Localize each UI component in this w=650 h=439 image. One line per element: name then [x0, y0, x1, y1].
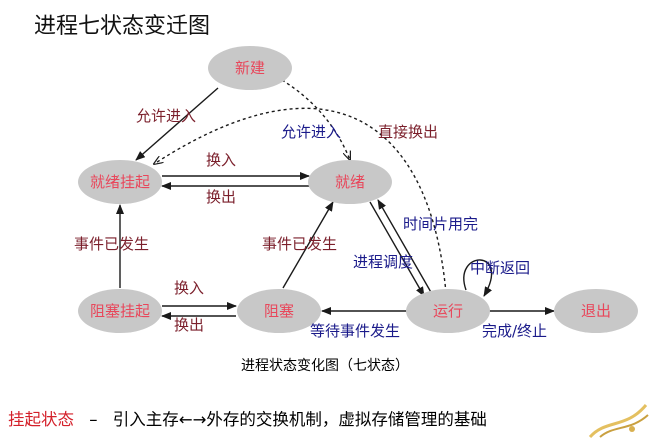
node-ready-suspend: 就绪挂起 — [78, 160, 162, 204]
edges — [116, 79, 555, 320]
node-ready-suspend-shape — [78, 160, 162, 204]
label-direct-swap-out: 直接换出 — [378, 123, 438, 141]
edge-ready-to-running — [369, 201, 425, 297]
node-blocked-shape — [237, 289, 321, 333]
node-blocked-suspend-shape — [78, 289, 162, 333]
label-dispatch: 进程调度 — [353, 253, 413, 271]
node-blocked-suspend: 阻塞挂起 — [78, 289, 162, 333]
label-complete-terminate: 完成/终止 — [482, 322, 547, 340]
footer-text: 引入主存←→外存的交换机制，虚拟存储管理的基础 — [112, 410, 487, 429]
edge-new-to-ready-suspend — [135, 87, 219, 161]
edge-blocked-to-ready — [282, 201, 334, 289]
label-event-occurs-suspend: 事件已发生 — [74, 235, 149, 253]
node-exit: 退出 — [554, 289, 638, 333]
footer-dash: – — [89, 410, 98, 429]
diagram-title: 进程七状态变迁图 — [34, 14, 211, 39]
node-ready: 就绪 — [308, 160, 392, 204]
label-swap-in-ready: 换入 — [206, 151, 236, 169]
node-exit-label: 退出 — [581, 302, 611, 320]
node-exit-shape — [554, 289, 638, 333]
node-blocked-label: 阻塞 — [264, 302, 294, 320]
edge-running-self-loop — [463, 259, 493, 297]
label-admit-to-ready-suspend: 允许进入 — [136, 107, 196, 125]
label-time-slice-end: 时间片用完 — [403, 215, 478, 233]
node-new: 新建 — [208, 46, 292, 90]
edge-new-to-ready — [281, 79, 350, 160]
nodes: 新建 就绪挂起 就绪 阻塞挂起 阻塞 运行 退出 — [78, 46, 638, 333]
edge-running-to-ready-suspend — [154, 107, 447, 294]
node-blocked-suspend-label: 阻塞挂起 — [90, 302, 150, 320]
node-blocked: 阻塞 — [237, 289, 321, 333]
edge-labels: 允许进入 允许进入 直接换出 换入 换出 事件已发生 事件已发生 时间片用完 进… — [74, 107, 547, 340]
label-wait-event: 等待事件发生 — [310, 322, 400, 340]
node-ready-suspend-label: 就绪挂起 — [90, 173, 150, 191]
node-running: 运行 — [406, 289, 490, 333]
node-running-shape — [406, 289, 490, 333]
node-ready-label: 就绪 — [335, 173, 365, 191]
label-interrupt-return: 中断返回 — [470, 259, 530, 277]
node-ready-shape — [308, 160, 392, 204]
node-new-label: 新建 — [235, 59, 265, 77]
label-admit-to-ready: 允许进入 — [281, 123, 341, 141]
footer-term: 挂起状态 — [8, 410, 74, 429]
node-running-label: 运行 — [433, 302, 463, 320]
footer-note: 挂起状态 – 引入主存←→外存的交换机制，虚拟存储管理的基础 — [8, 406, 487, 430]
decorative-swirl-icon — [588, 404, 649, 439]
label-event-occurs: 事件已发生 — [262, 235, 337, 253]
label-swap-out-blocked: 换出 — [174, 316, 204, 334]
label-swap-in-blocked: 换入 — [174, 279, 204, 297]
node-new-shape — [208, 46, 292, 90]
diagram-caption: 进程状态变化图（七状态） — [241, 358, 409, 374]
label-swap-out-ready: 换出 — [206, 188, 236, 206]
edge-running-to-ready — [377, 199, 433, 295]
